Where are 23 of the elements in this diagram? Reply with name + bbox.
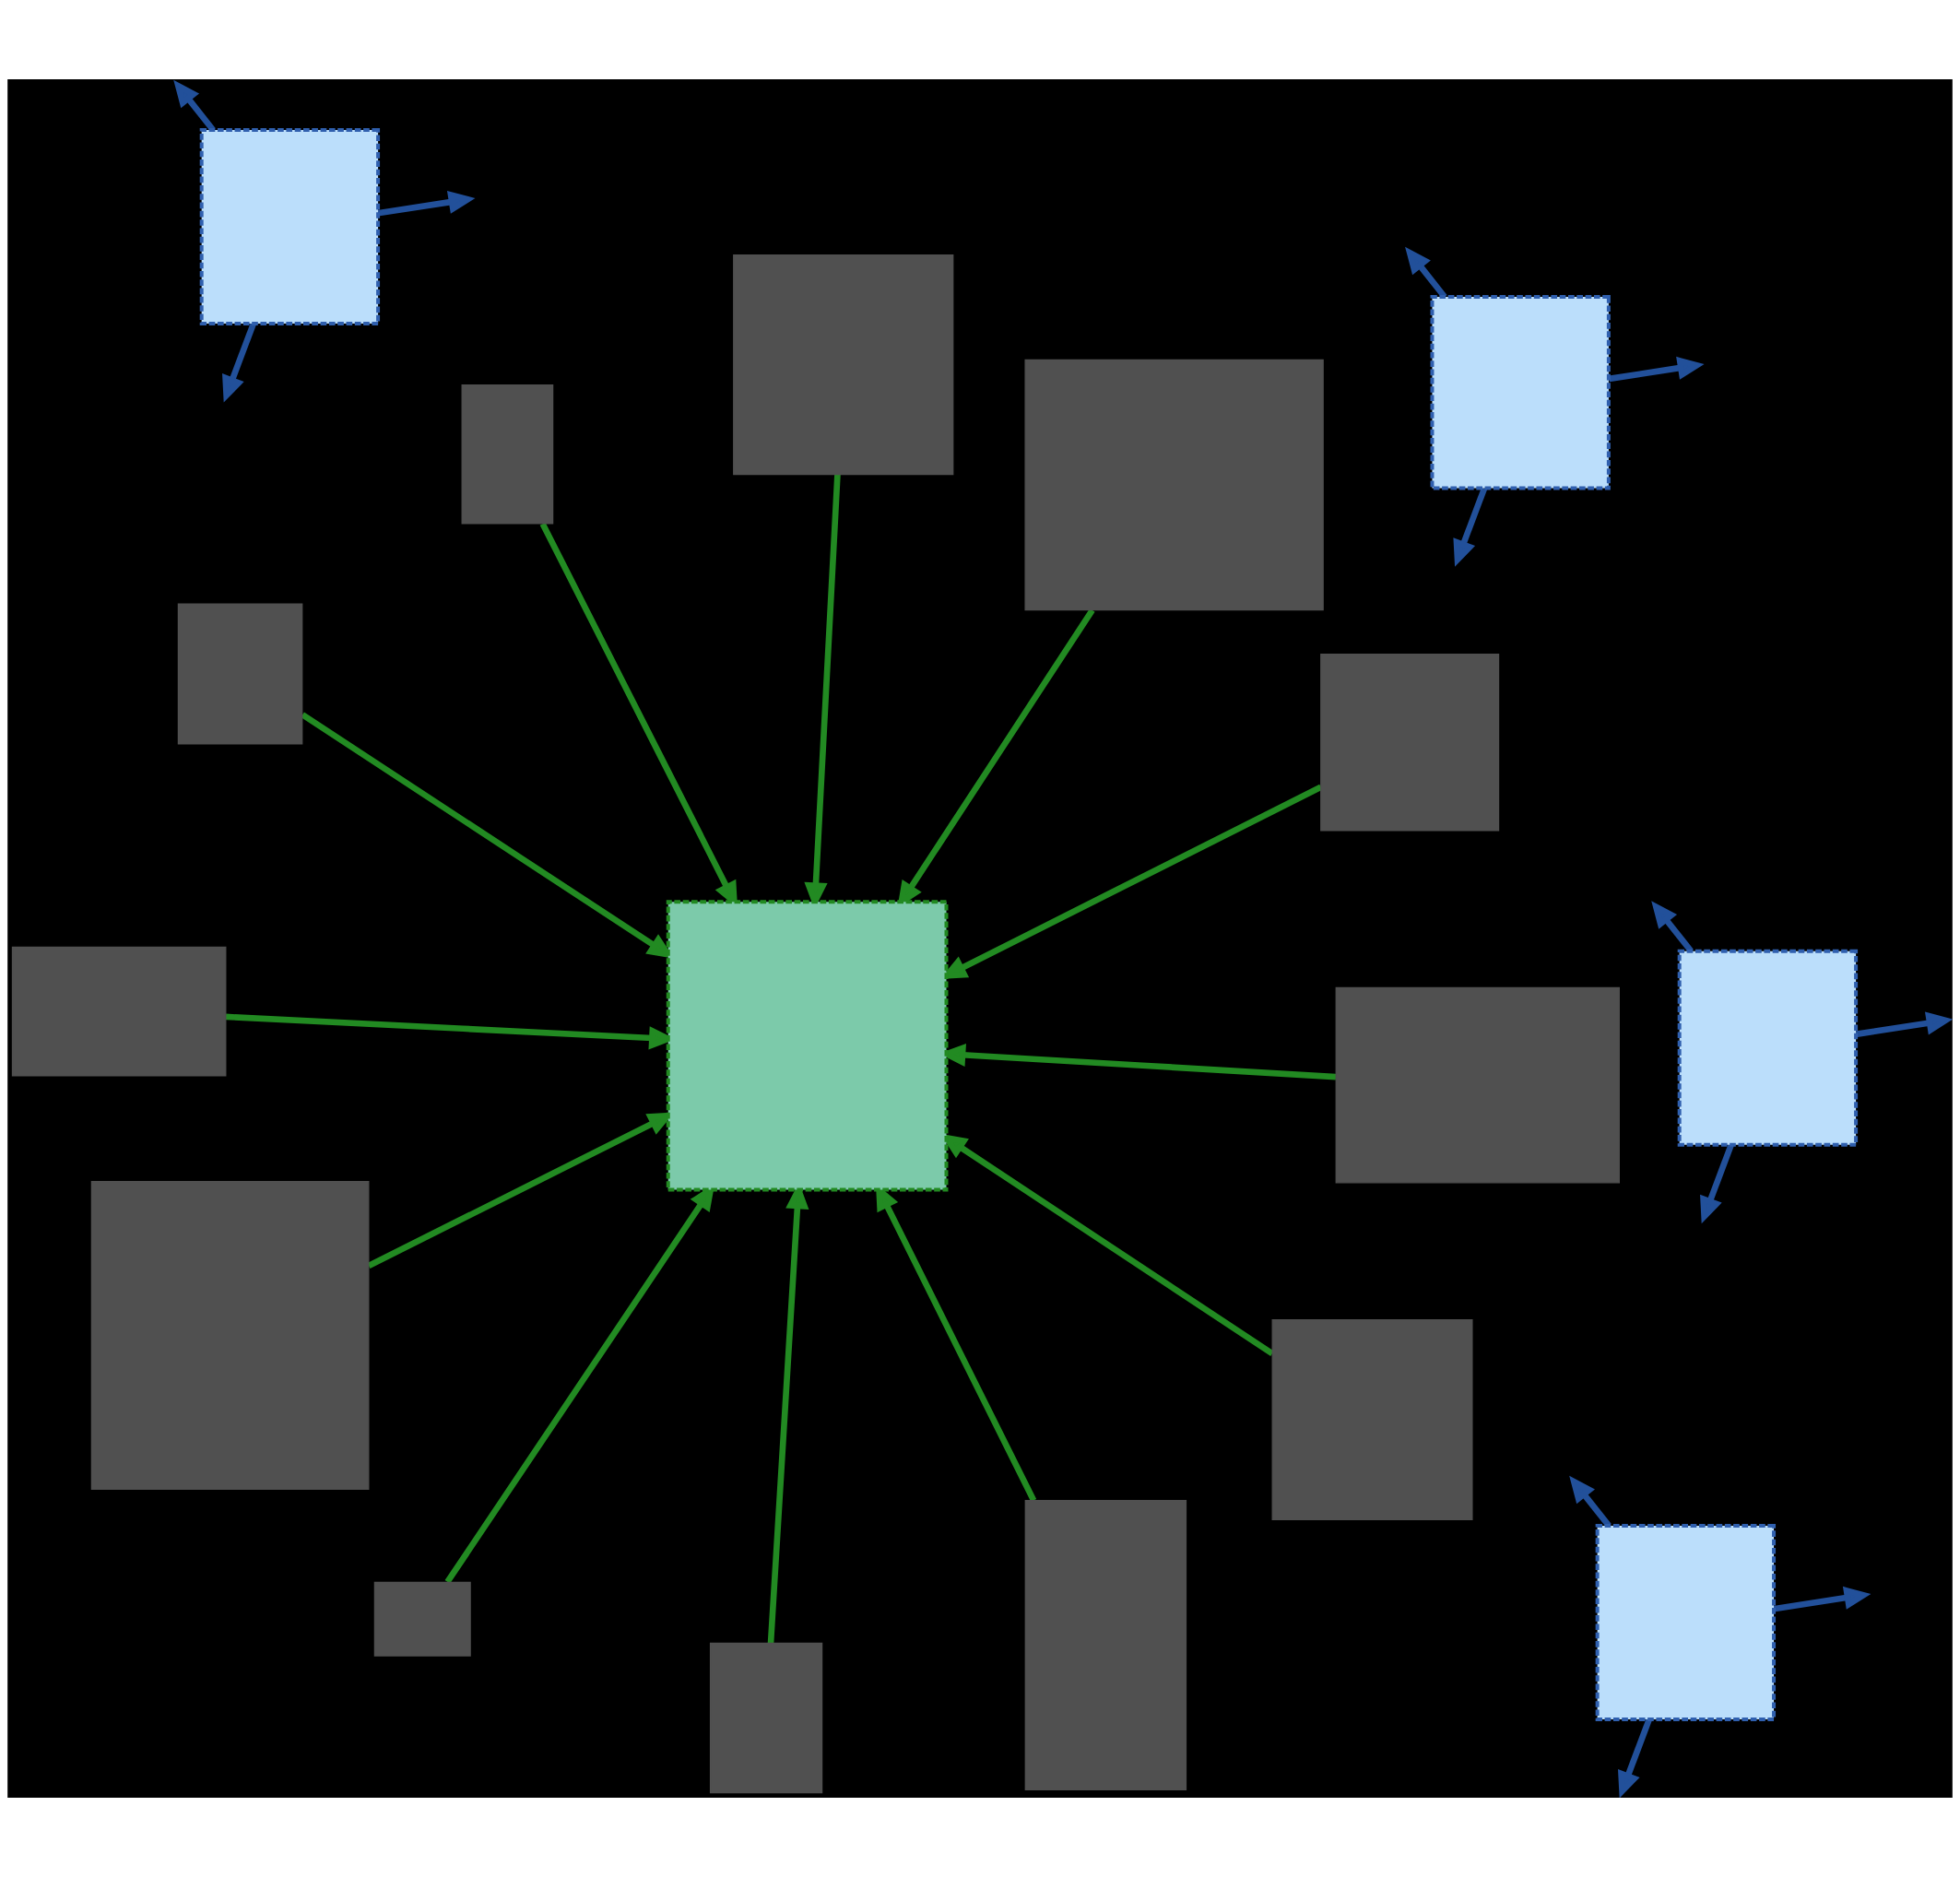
node-box [199, 128, 381, 326]
node-box [1024, 359, 1324, 611]
node-box [1595, 1524, 1777, 1722]
arrow [1773, 1586, 1871, 1612]
node-box [1320, 653, 1500, 832]
node-box [11, 946, 227, 1077]
node-box [666, 900, 949, 1192]
node-box [1271, 1319, 1473, 1520]
arrow [173, 79, 216, 132]
node-box [709, 1642, 823, 1794]
node-box [1335, 986, 1620, 1184]
node-box [1430, 295, 1611, 490]
node-box [90, 1181, 370, 1490]
arrow [1855, 1011, 1953, 1038]
arrow [1651, 901, 1694, 953]
node-box [1677, 949, 1859, 1147]
arrow [377, 190, 476, 217]
arrow [1608, 356, 1705, 383]
node-box [733, 254, 954, 476]
node-box [461, 384, 554, 525]
node-box [1024, 1499, 1187, 1790]
node-box [177, 603, 303, 745]
node-box [373, 1581, 471, 1657]
